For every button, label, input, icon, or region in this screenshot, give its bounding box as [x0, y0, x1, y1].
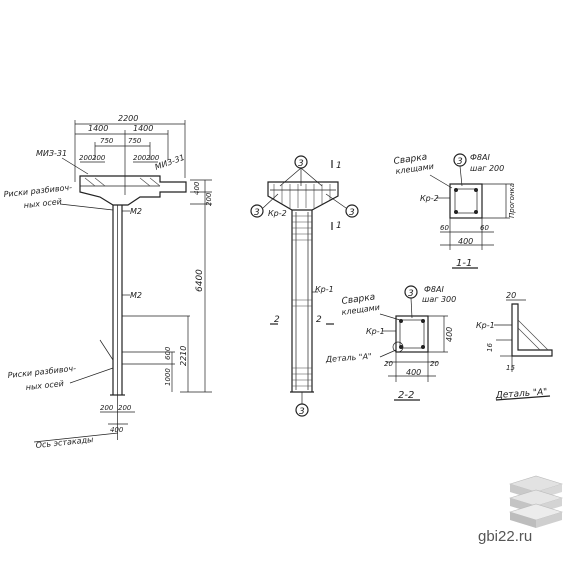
- dim-flange-2: 200: [92, 154, 106, 162]
- da-bottom-dim: 15: [506, 364, 515, 372]
- middle-reinforcement-view: 3 1 1 3 3 Кр-2 Кр-1 2 2 3: [250, 155, 359, 417]
- dim-200: 200: [205, 192, 213, 206]
- label-risk-top-1: Риски разбивоч-: [3, 183, 72, 199]
- s1-note-1: Сварка: [393, 152, 428, 167]
- site-url: gbi22.ru: [478, 528, 533, 545]
- label-m2-top: М2: [130, 207, 142, 216]
- label-risk-bot-2: ных осей: [25, 379, 64, 392]
- da-left-dim: 16: [486, 343, 494, 352]
- dim-1400-left: 1400: [88, 124, 108, 133]
- sec-1-bot: 1: [336, 221, 342, 231]
- s2-detail: Деталь "А": [325, 352, 372, 364]
- dim-600: 600: [164, 346, 172, 360]
- s1-kr: Кр-2: [420, 194, 439, 203]
- dim-bottom-200b: 200: [118, 404, 132, 412]
- s2-bar-1: Ф8АI: [424, 285, 444, 294]
- s2-dim-400: 400: [406, 368, 421, 377]
- s1-dim-60b: 60: [480, 224, 489, 232]
- site-logo-icon: [508, 475, 564, 528]
- dim-2210: 2210: [179, 346, 188, 366]
- s1-side: Прогонка: [508, 183, 516, 218]
- s2-kr: Кр-1: [366, 327, 385, 336]
- section-1-1: Сварка клещами 3 Ф8АI шаг 200 Кр-2 Прого…: [393, 152, 516, 269]
- sec-2-right: 2: [316, 315, 322, 325]
- dim-flange-3: 200: [133, 154, 147, 162]
- label-risk-bot-1: Риски разбивоч-: [7, 364, 76, 380]
- s1-title: 1-1: [456, 258, 472, 269]
- s2-mark: 3: [408, 289, 414, 299]
- mark-right: 3: [349, 208, 355, 218]
- da-kr: Кр-1: [476, 321, 495, 330]
- label-m2-mid: М2: [130, 291, 142, 300]
- left-column-elevation: 2200 1400 1400 750 750 200 200 200 200 М…: [3, 114, 213, 450]
- label-risk-top-2: ных осей: [23, 197, 62, 210]
- sec-2-left: 2: [274, 315, 280, 325]
- s1-bar-1: Ф8АI: [470, 153, 490, 162]
- dim-1000: 1000: [164, 368, 172, 386]
- dim-2200: 2200: [118, 114, 138, 123]
- dim-1400-right: 1400: [133, 124, 153, 133]
- s2-dim-20a: 20: [384, 360, 393, 368]
- label-axis: Ось эстакады: [35, 435, 94, 450]
- s2-note-1: Сварка: [341, 292, 376, 307]
- mark-bottom: 3: [299, 407, 305, 417]
- s1-dim-400: 400: [458, 237, 473, 246]
- detail-a: 20 Кр-1 16 15 Деталь "А": [476, 291, 553, 401]
- dim-bottom-200a: 200: [100, 404, 114, 412]
- s1-dim-60a: 60: [440, 224, 449, 232]
- da-top-dim: 20: [506, 291, 516, 300]
- dim-flange-1: 200: [79, 154, 93, 162]
- label-kr2-mid: Кр-2: [268, 209, 287, 218]
- dim-6400: 6400: [195, 269, 205, 292]
- dim-flange-4: 200: [146, 154, 160, 162]
- label-mizu-left: МИЗ-31: [36, 149, 67, 158]
- section-2-2: Сварка клещами 3 Ф8АI шаг 300 Кр-1 400 Д…: [325, 285, 457, 401]
- dim-750-right: 750: [128, 137, 142, 145]
- s2-title: 2-2: [398, 390, 414, 401]
- s2-bar-2: шаг 300: [422, 295, 456, 304]
- dim-400: 400: [193, 181, 201, 195]
- label-kr1-mid: Кр-1: [315, 285, 334, 294]
- dim-bottom-400: 400: [110, 426, 124, 434]
- s1-mark: 3: [457, 157, 463, 167]
- mark-left: 3: [254, 208, 260, 218]
- s1-bar-2: шаг 200: [470, 164, 504, 173]
- s2-dim-20b: 20: [430, 360, 439, 368]
- mark-top: 3: [298, 159, 304, 169]
- dim-750-left: 750: [100, 137, 114, 145]
- sec-1-top: 1: [336, 161, 342, 171]
- s2-dim-400-side: 400: [445, 327, 454, 342]
